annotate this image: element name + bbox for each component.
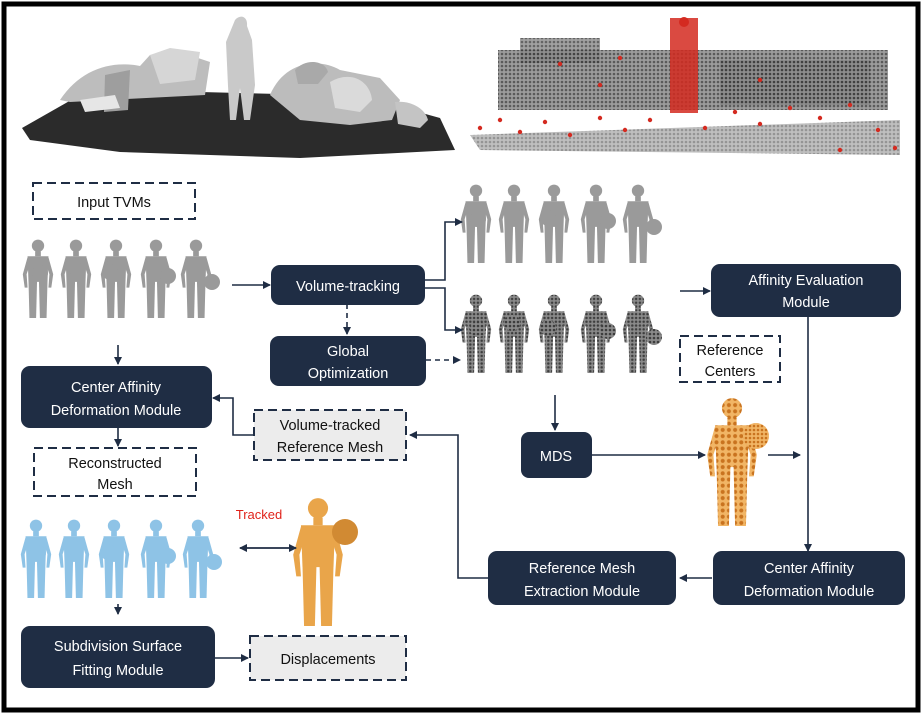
center-affinity-left-label-2: Deformation Module (51, 403, 182, 419)
global-optimization-label-1: Global (327, 344, 369, 360)
reference-mesh-extraction-label-2: Extraction Module (524, 584, 640, 600)
subdivision-fitting-label-1: Subdivision Surface (54, 639, 182, 655)
reference-mesh-extraction-node: Reference Mesh Extraction Module (488, 551, 676, 605)
edges (114, 218, 812, 662)
affinity-evaluation-label-1: Affinity Evaluation (749, 273, 864, 289)
input-tvms-meshes (22, 239, 220, 318)
volume-tracked-label-2: Reference Mesh (277, 440, 383, 456)
displacements-label: Displacements (280, 652, 375, 668)
reconstructed-mesh-node: Reconstructed Mesh (33, 447, 197, 497)
center-affinity-right-node: Center Affinity Deformation Module (713, 551, 905, 605)
affinity-evaluation-node: Affinity Evaluation Module (711, 264, 901, 317)
volume-tracking-label: Volume-tracking (296, 279, 400, 295)
reference-centers-label-1: Reference (697, 343, 764, 359)
mds-node: MDS (521, 432, 592, 478)
volume-tracking-node: Volume-tracking (271, 265, 425, 305)
subdivision-fitting-node: Subdivision Surface Fitting Module (21, 626, 215, 688)
reference-centers-label-2: Centers (705, 364, 756, 380)
reconstructed-mesh-label-2: Mesh (97, 477, 132, 493)
reference-centers-node: Reference Centers (679, 335, 781, 383)
point-cloud-humans (460, 294, 662, 373)
displacements-node: Displacements (249, 635, 407, 681)
input-tvms-node: Input TVMs (32, 182, 196, 220)
reference-mesh-extraction-label-1: Reference Mesh (529, 561, 635, 577)
center-affinity-right-label-1: Center Affinity (764, 561, 855, 577)
tracked-meshes (460, 184, 662, 263)
volume-tracked-reference-node: Volume-tracked Reference Mesh (253, 409, 407, 461)
input-tvms-label: Input TVMs (77, 195, 151, 211)
center-affinity-left-label-1: Center Affinity (71, 380, 162, 396)
tracked-label: Tracked (236, 507, 282, 522)
global-optimization-label-2: Optimization (308, 366, 389, 382)
reconstructed-meshes (20, 519, 222, 598)
mds-label: MDS (540, 449, 572, 465)
reference-point-cloud (707, 398, 769, 526)
global-optimization-node: Global Optimization (270, 336, 426, 386)
volume-tracked-label-1: Volume-tracked (280, 418, 381, 434)
scene-mesh-image (22, 16, 455, 158)
affinity-evaluation-label-2: Module (782, 295, 830, 311)
tracked-reference-mesh (293, 498, 358, 626)
scene-point-cloud-image (470, 17, 900, 155)
reconstructed-mesh-label-1: Reconstructed (68, 456, 162, 472)
center-affinity-right-label-2: Deformation Module (744, 584, 875, 600)
center-affinity-left-node: Center Affinity Deformation Module (21, 366, 212, 428)
subdivision-fitting-label-2: Fitting Module (72, 663, 163, 679)
